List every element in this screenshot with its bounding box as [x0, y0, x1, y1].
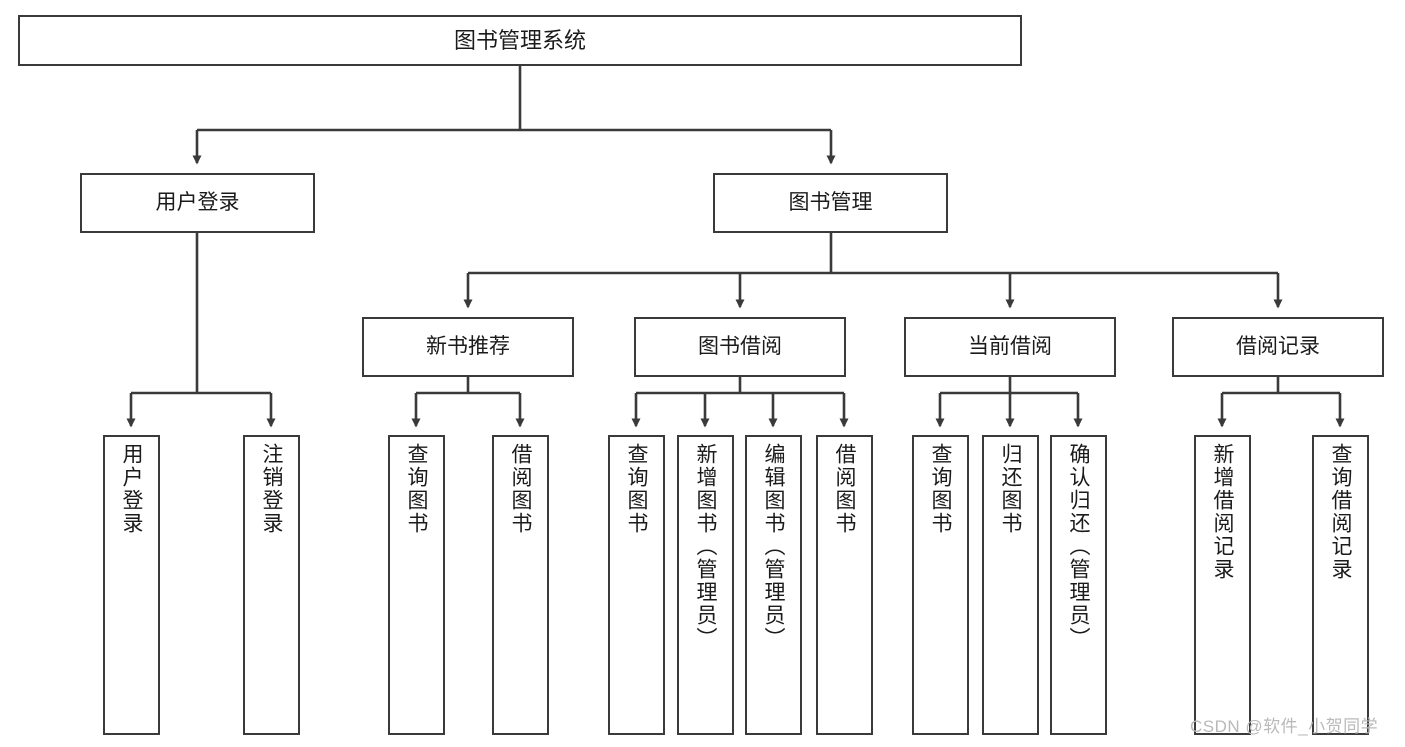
leaf-add-book-admin[interactable]: 新增图书（管理员）: [677, 435, 734, 735]
node-label: 注销登录: [260, 443, 283, 535]
node-new-book-recommend[interactable]: 新书推荐: [362, 317, 574, 377]
node-borrow-record[interactable]: 借阅记录: [1172, 317, 1384, 377]
node-label: 查询借阅记录: [1329, 443, 1352, 581]
leaf-borrow-book-recommend[interactable]: 借阅图书: [492, 435, 549, 735]
node-user-login[interactable]: 用户登录: [80, 173, 315, 233]
node-current-borrow[interactable]: 当前借阅: [904, 317, 1116, 377]
node-label: 新增借阅记录: [1211, 443, 1234, 581]
node-root-book-management-system[interactable]: 图书管理系统: [18, 15, 1022, 66]
node-label: 新增图书（管理员）: [694, 443, 717, 650]
node-label: 编辑图书（管理员）: [762, 443, 785, 650]
leaf-user-login[interactable]: 用户登录: [103, 435, 160, 735]
leaf-query-book-recommend[interactable]: 查询图书: [388, 435, 445, 735]
node-label: 查询图书: [405, 443, 428, 535]
node-label: 图书管理: [788, 190, 873, 214]
leaf-add-borrow-record[interactable]: 新增借阅记录: [1194, 435, 1251, 735]
node-label: 确认归还（管理员）: [1067, 443, 1090, 650]
node-label: 借阅图书: [509, 443, 532, 535]
leaf-query-borrow-record[interactable]: 查询借阅记录: [1312, 435, 1369, 735]
node-label: 当前借阅: [968, 334, 1052, 358]
leaf-edit-book-admin[interactable]: 编辑图书（管理员）: [745, 435, 802, 735]
node-book-management[interactable]: 图书管理: [713, 173, 948, 233]
node-label: 新书推荐: [426, 334, 510, 358]
node-label: 借阅记录: [1236, 334, 1320, 358]
leaf-logout[interactable]: 注销登录: [243, 435, 300, 735]
node-label: 查询图书: [929, 443, 952, 535]
leaf-confirm-return-admin[interactable]: 确认归还（管理员）: [1050, 435, 1107, 735]
node-label: 归还图书: [999, 443, 1022, 535]
node-label: 查询图书: [625, 443, 648, 535]
node-label: 用户登录: [120, 443, 143, 535]
leaf-return-book[interactable]: 归还图书: [982, 435, 1039, 735]
node-book-borrow[interactable]: 图书借阅: [634, 317, 846, 377]
leaf-borrow-book[interactable]: 借阅图书: [816, 435, 873, 735]
leaf-query-book-current[interactable]: 查询图书: [912, 435, 969, 735]
node-label: 图书管理系统: [453, 27, 586, 53]
node-label: 用户登录: [155, 190, 240, 214]
node-label: 借阅图书: [833, 443, 856, 535]
node-label: 图书借阅: [698, 334, 782, 358]
leaf-query-book-borrow[interactable]: 查询图书: [608, 435, 665, 735]
